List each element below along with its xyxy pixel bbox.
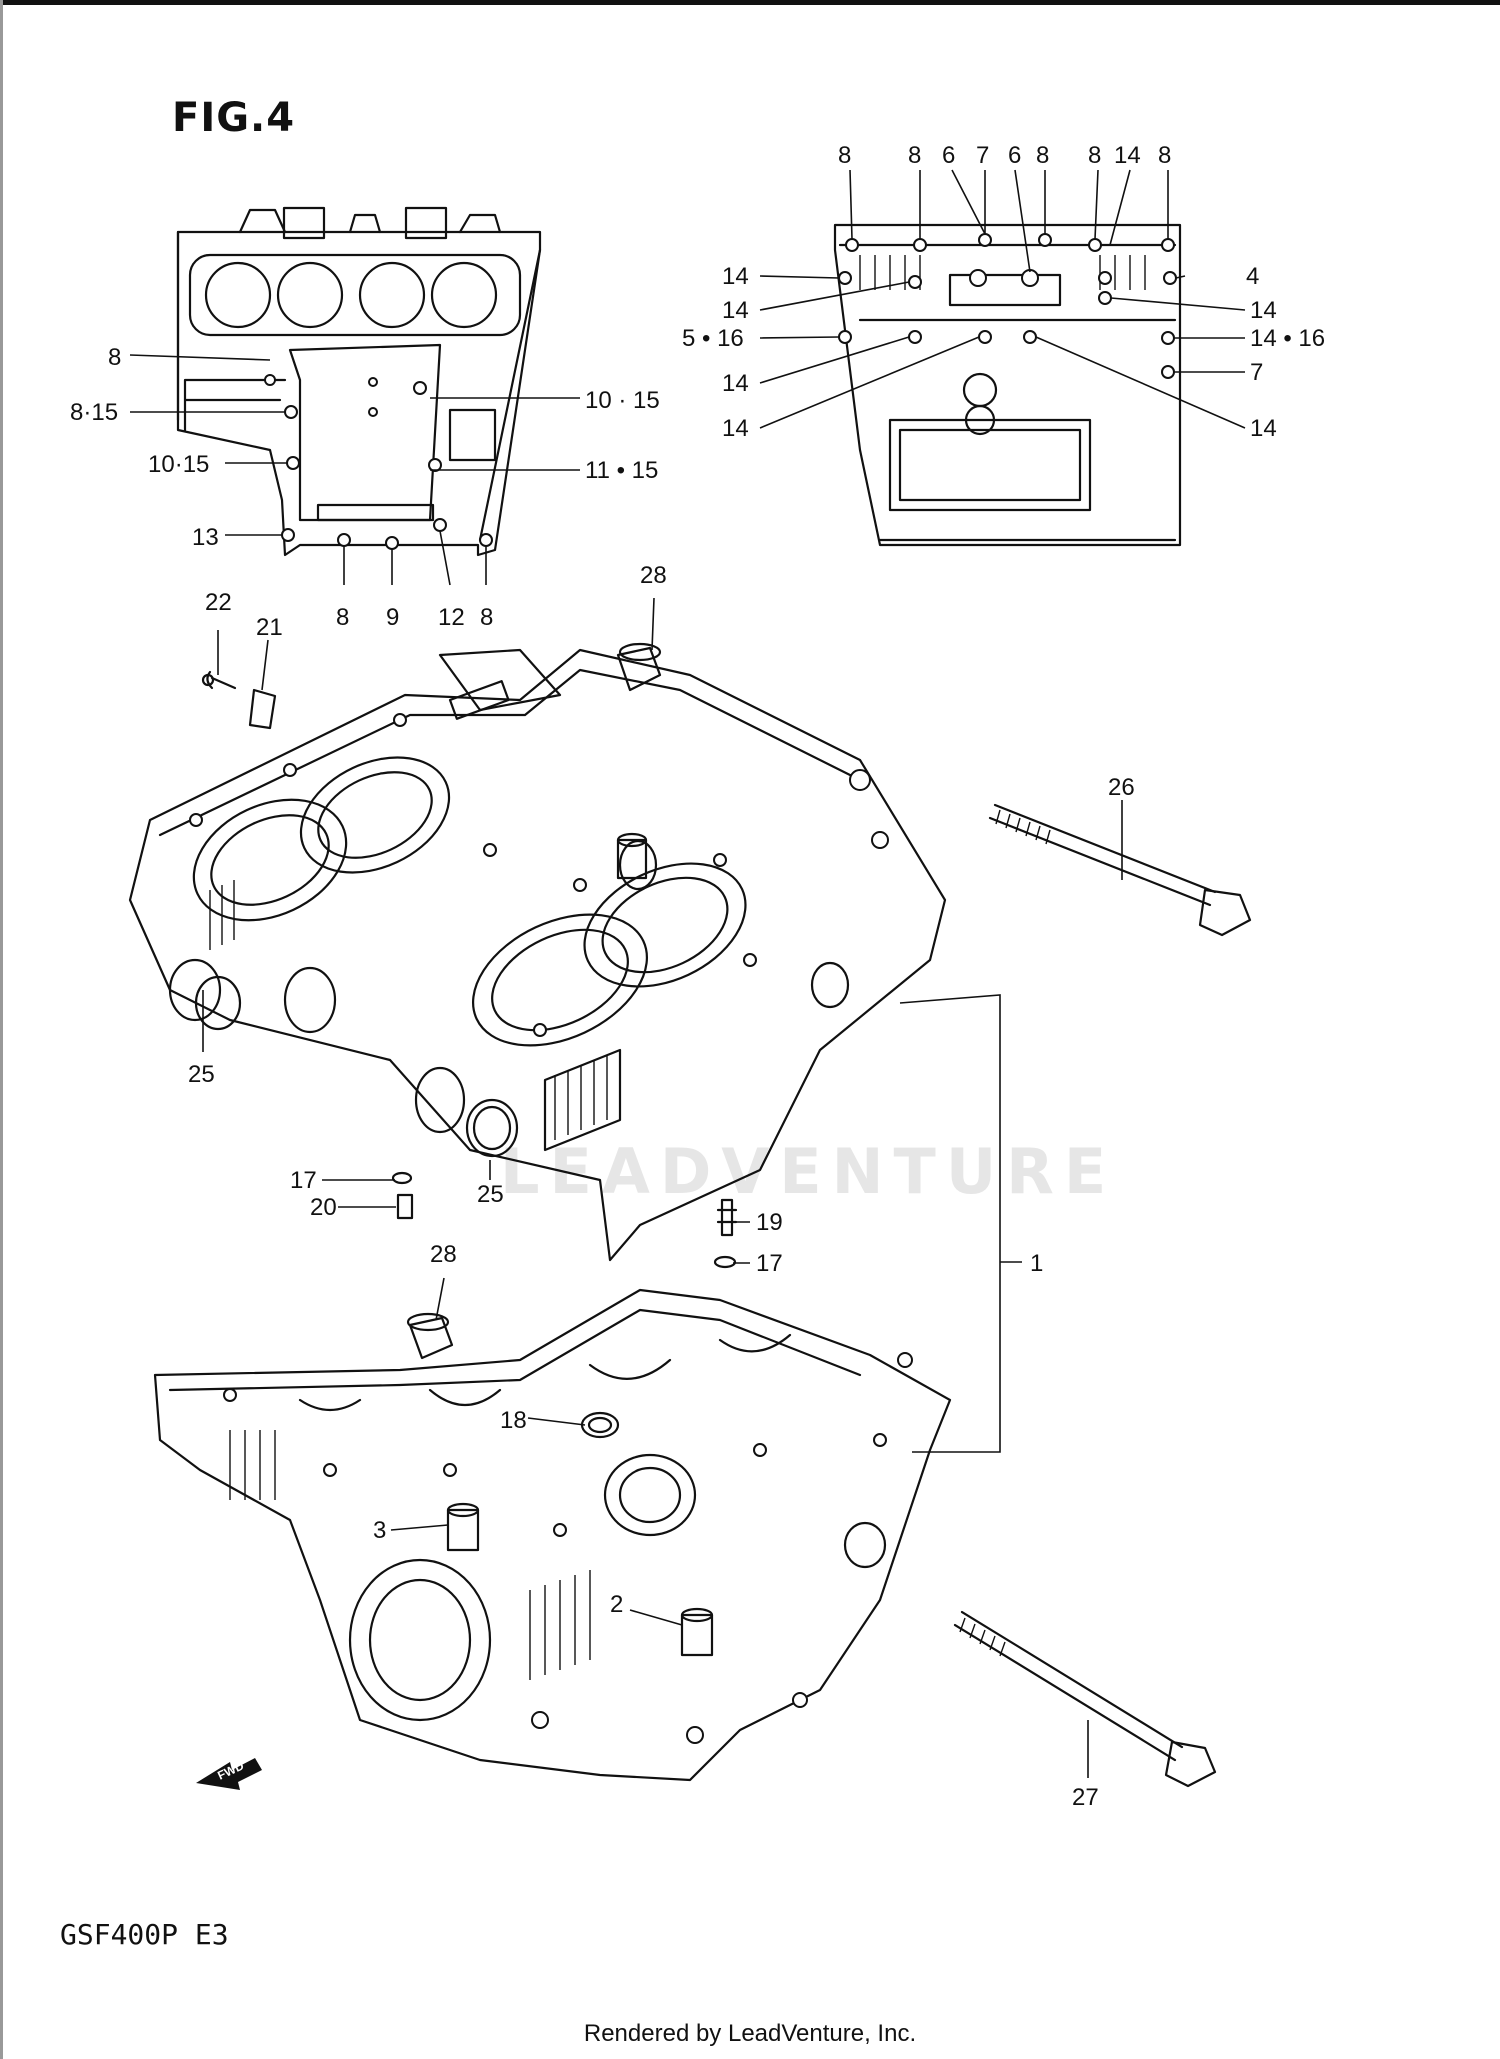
top-border xyxy=(0,0,1500,5)
callout-u8a: 8 xyxy=(108,344,121,371)
callout-l7a: 7 xyxy=(976,142,989,169)
callout-u10-15a: 10·15 xyxy=(148,451,209,478)
callout-u8c: 8 xyxy=(480,604,493,631)
callout-u8-15: 8·15 xyxy=(70,399,118,426)
callout-l8c: 8 xyxy=(1036,142,1049,169)
callout-l14f: 14 xyxy=(1250,297,1277,324)
callout-27: 27 xyxy=(1072,1784,1099,1811)
callout-l8d: 8 xyxy=(1088,142,1101,169)
footer-credit: Rendered by LeadVenture, Inc. xyxy=(583,2020,917,2047)
callout-l14g: 14 xyxy=(1250,415,1277,442)
callout-l14c: 14 xyxy=(722,297,749,324)
callout-21: 21 xyxy=(256,614,283,641)
callout-28b: 28 xyxy=(430,1241,457,1268)
callout-18: 18 xyxy=(500,1407,527,1434)
figure-title: FIG.4 xyxy=(172,95,296,141)
callout-l14e: 14 xyxy=(722,415,749,442)
callout-u10-15b: 10 · 15 xyxy=(585,387,660,414)
callout-u8b: 8 xyxy=(336,604,349,631)
callout-l7b: 7 xyxy=(1250,359,1263,386)
callout-25a: 25 xyxy=(188,1061,215,1088)
callout-l14b: 14 xyxy=(722,263,749,290)
callout-l14-16: 14 • 16 xyxy=(1250,325,1325,352)
lower-case-inset-drawing: 8 8 6 7 6 8 8 14 8 14 14 5 • 16 14 14 4 … xyxy=(682,142,1325,547)
callout-19: 19 xyxy=(756,1209,783,1236)
model-code: GSF400P E3 xyxy=(60,1918,229,1951)
upper-crankcase-drawing xyxy=(128,648,947,1262)
callout-u13: 13 xyxy=(192,524,219,551)
callout-l8e: 8 xyxy=(1158,142,1171,169)
callout-17b: 17 xyxy=(756,1250,783,1277)
callout-l8b: 8 xyxy=(908,142,921,169)
callout-l6b: 6 xyxy=(1008,142,1021,169)
callout-u11-15: 11 • 15 xyxy=(585,457,658,484)
callout-l14d: 14 xyxy=(722,370,749,397)
callout-l8a: 8 xyxy=(838,142,851,169)
callout-l14a: 14 xyxy=(1114,142,1141,169)
lower-crankcase-drawing xyxy=(153,1288,952,1782)
callout-l6a: 6 xyxy=(942,142,955,169)
callout-l5-16: 5 • 16 xyxy=(682,325,744,352)
scan-edge xyxy=(0,0,3,2059)
callout-l4: 4 xyxy=(1246,263,1259,290)
callout-20: 20 xyxy=(310,1194,337,1221)
loose-parts xyxy=(201,642,1252,1788)
callout-25b: 25 xyxy=(477,1181,504,1208)
upper-case-inset-drawing: 8 8·15 10·15 13 10 · 15 11 • 15 8 9 12 8 xyxy=(70,206,660,631)
callout-1: 1 xyxy=(1030,1250,1043,1277)
assembly-bracket xyxy=(899,994,1022,1453)
callout-28a: 28 xyxy=(640,562,667,589)
callout-3: 3 xyxy=(373,1517,386,1544)
callout-u9: 9 xyxy=(386,604,399,631)
callout-u12: 12 xyxy=(438,604,465,631)
callout-26: 26 xyxy=(1108,774,1135,801)
callout-22: 22 xyxy=(205,589,232,616)
callout-2: 2 xyxy=(610,1591,623,1618)
callout-17a: 17 xyxy=(290,1167,317,1194)
forward-direction-icon: FWD xyxy=(196,1758,262,1790)
